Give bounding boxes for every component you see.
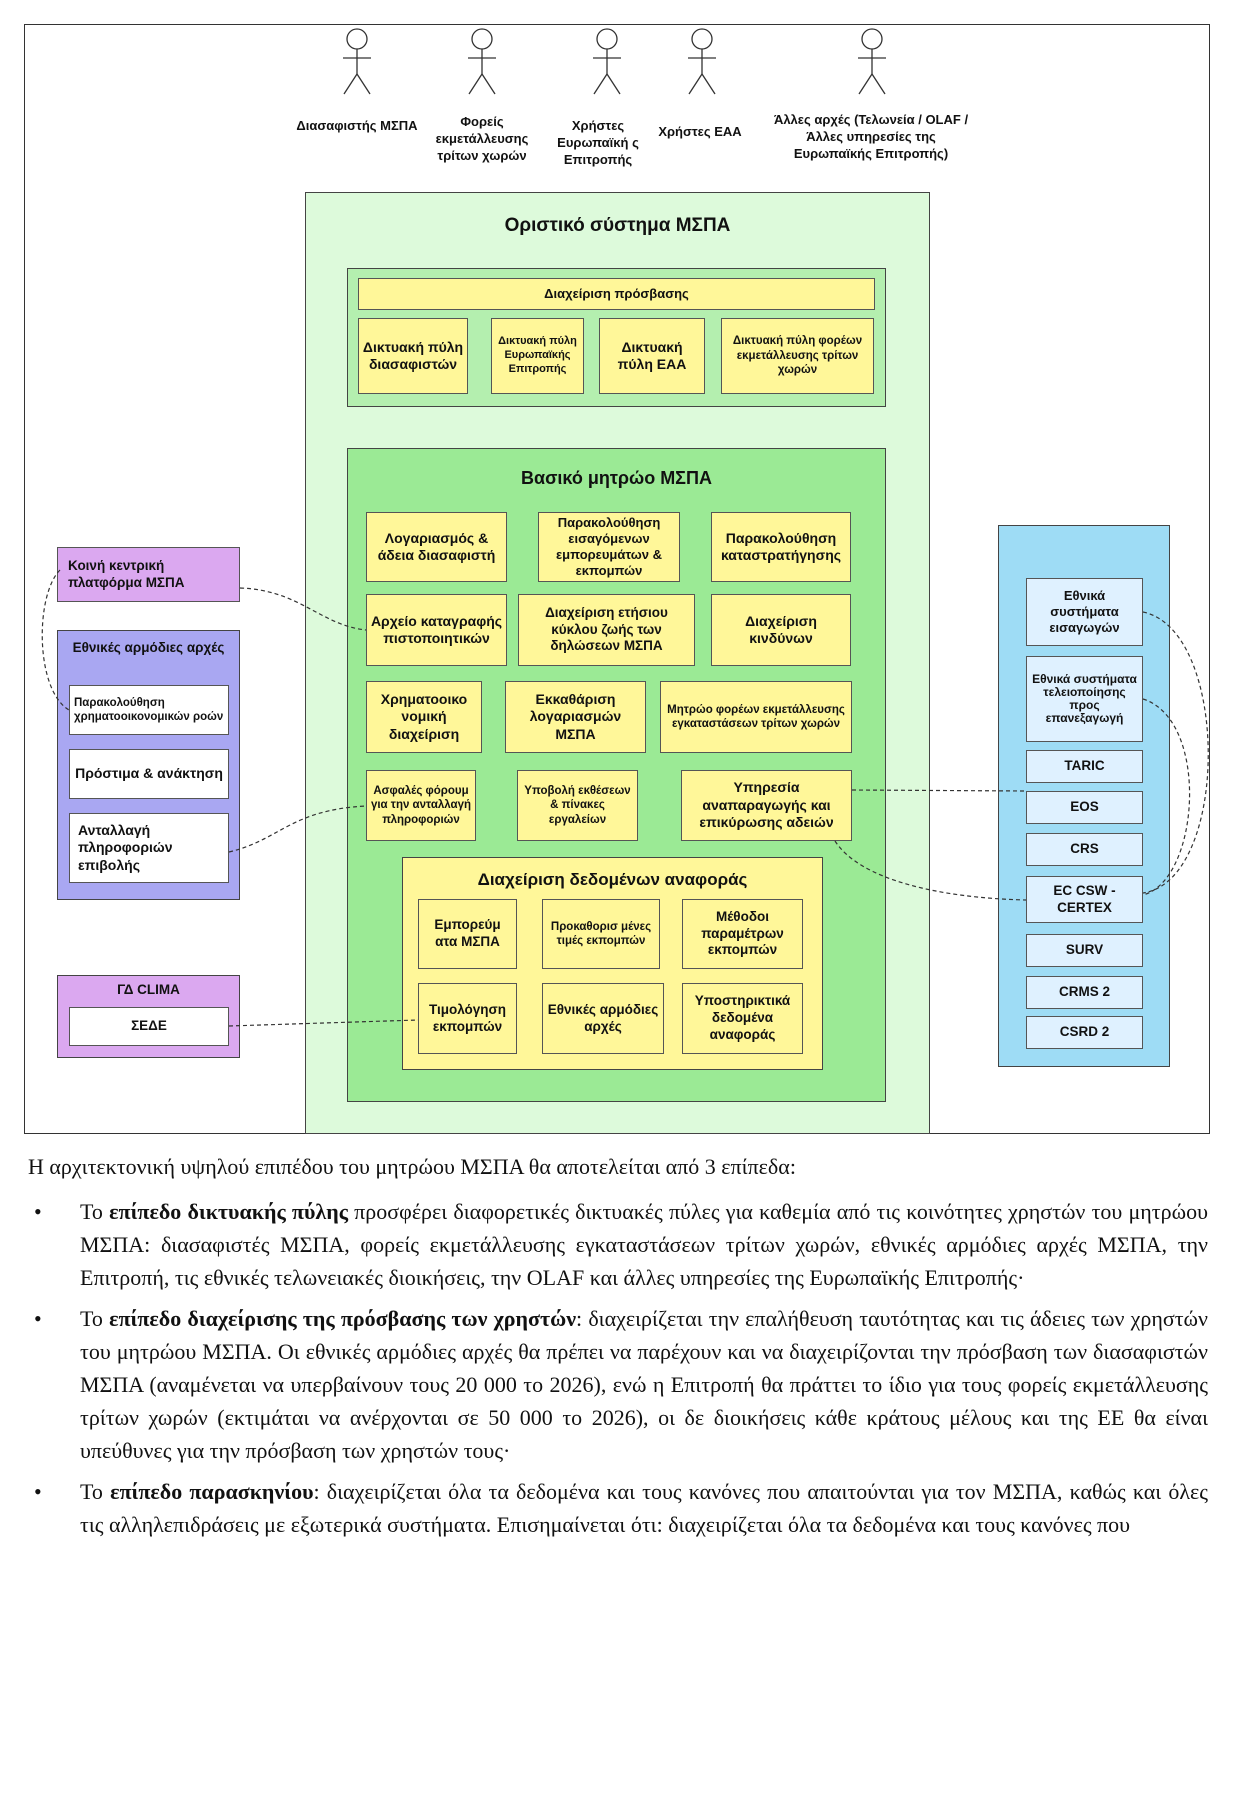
module-financial-management: Χρηματοοικο νομική διαχείριση xyxy=(366,681,482,753)
module-risk-management: Διαχείριση κινδύνων xyxy=(711,594,851,666)
portal-nca: Δικτυακή πύλη ΕΑΑ xyxy=(599,318,705,394)
core-registry-title: Βασικό μητρώο ΜΣΠΑ xyxy=(521,468,712,488)
central-platform: Κοινή κεντρική πλατφόρμα ΜΣΠΑ xyxy=(57,547,240,602)
connectors xyxy=(41,569,1209,1027)
portal-declarants: Δικτυακή πύλη διασαφιστών xyxy=(358,318,468,394)
ext-ec-csw-certex: EC CSW - CERTEX xyxy=(1026,876,1143,923)
module-operator-registry: Μητρώο φορέων εκμετάλλευσης εγκαταστάσεω… xyxy=(660,681,852,753)
bullet-icon: • xyxy=(34,1199,42,1224)
actor-label-ec-users: Χρήστες Ευρωπαϊκή ς Επιτροπής xyxy=(557,118,639,167)
connector-platform-certificates xyxy=(239,587,367,631)
connector-ets-pricing xyxy=(228,1019,419,1027)
module-imports-monitoring: Παρακολούθηση εισαγόμενων εμπορευμάτων &… xyxy=(538,512,680,582)
connector-licenses-certex xyxy=(834,840,1027,901)
portal-ec: Δικτυακή πύλη Ευρωπαϊκής Επιτροπής xyxy=(491,318,584,394)
bold-term: επίπεδο διαχείρισης της πρόσβασης των χρ… xyxy=(109,1306,577,1331)
actor-icon xyxy=(688,28,716,95)
ext-crms2: CRMS 2 xyxy=(1026,976,1143,1009)
actor-label-nca-users: Χρήστες ΕΑΑ xyxy=(658,124,742,139)
description: Η αρχιτεκτονική υψηλού επιπέδου του μητρ… xyxy=(28,1150,1208,1549)
ext-national-import: Εθνικά συστήματα εισαγωγών xyxy=(1026,578,1143,646)
module-certificate-log: Αρχείο καταγραφής πιστοποιητικών xyxy=(366,594,507,666)
bullet-icon: • xyxy=(34,1306,42,1331)
nca-financial-flows: Παρακολούθηση χρηματοοικονομικών ροών xyxy=(69,685,229,735)
ref-emission-pricing: Τιμολόγηση εκπομπών xyxy=(418,983,517,1054)
bullet-icon: • xyxy=(34,1479,42,1504)
module-declarant-account: Λογαριασμός & άδεια διασαφιστή xyxy=(366,512,507,582)
module-license-replication: Υπηρεσία αναπαραγωγής και επικύρωσης αδε… xyxy=(681,770,852,841)
connector-processing-certex xyxy=(1142,698,1191,896)
clima-ets: ΣΕΔΕ xyxy=(69,1007,229,1046)
list-item: •Το επίπεδο δικτυακής πύλης προσφέρει δι… xyxy=(28,1195,1208,1294)
module-account-clearance: Εκκαθάριση λογαριασμών ΜΣΠΑ xyxy=(505,681,646,753)
nca-title: Εθνικές αρμόδιες αρχές xyxy=(72,640,225,655)
actor-icon xyxy=(343,28,371,95)
module-secure-forum: Ασφαλές φόρουμ για την ανταλλαγή πληροφο… xyxy=(366,770,476,841)
module-reporting: Υποβολή εκθέσεων & πίνακες εργαλείων xyxy=(517,770,638,841)
ext-inward-processing: Εθνικά συστήματα τελειοποίησης προς επαν… xyxy=(1026,656,1143,742)
bold-term: επίπεδο δικτυακής πύλης xyxy=(109,1199,348,1224)
ext-surv: SURV xyxy=(1026,934,1143,967)
connector-licenses-taric xyxy=(851,789,1027,792)
ref-emission-methods: Μέθοδοι παραμέτρων εκπομπών xyxy=(682,899,803,969)
list-item: •Το επίπεδο παρασκηνίου: διαχειρίζεται ό… xyxy=(28,1475,1208,1541)
actor-label-other-authorities: Άλλες αρχές (Τελωνεία / OLAF / Άλλες υπη… xyxy=(773,112,969,161)
actor-label-declarants: Διασαφιστής ΜΣΠΑ xyxy=(296,118,418,133)
ref-supporting-data: Υποστηρικτικά δεδομένα αναφοράς xyxy=(682,983,803,1054)
actor-label-operators: Φορείς εκμετάλλευσης τρίτων χωρών xyxy=(435,114,529,163)
actor-icon xyxy=(858,28,886,95)
access-management: Διαχείριση πρόσβασης xyxy=(358,278,875,310)
connector-enforcement-forum xyxy=(228,805,367,853)
intro-text: Η αρχιτεκτονική υψηλού επιπέδου του μητρ… xyxy=(28,1154,796,1179)
module-circumvention: Παρακολούθηση καταστρατήγησης xyxy=(711,512,851,582)
nca-penalties: Πρόστιμα & ανάκτηση xyxy=(69,749,229,799)
ext-csrd2: CSRD 2 xyxy=(1026,1016,1143,1049)
clima-title: ΓΔ CLIMA xyxy=(117,982,180,997)
ext-crs: CRS xyxy=(1026,833,1143,866)
ref-national-authorities: Εθνικές αρμόδιες αρχές xyxy=(542,983,664,1054)
actor-icon xyxy=(593,28,621,95)
ref-cbam-goods: Εμπορεύμ ατα ΜΣΠΑ xyxy=(418,899,517,969)
nca-enforcement-exchange: Ανταλλαγή πληροφοριών επιβολής xyxy=(69,813,229,883)
reference-data-title: Διαχείριση δεδομένων αναφοράς xyxy=(477,870,748,889)
actor-icon xyxy=(468,28,496,95)
bold-term: επίπεδο παρασκηνίου xyxy=(110,1479,314,1504)
portal-operators: Δικτυακή πύλη φορέων εκμετάλλευσης τρίτω… xyxy=(721,318,874,394)
main-system-title: Οριστικό σύστημα ΜΣΠΑ xyxy=(504,215,731,236)
layer-list: •Το επίπεδο δικτυακής πύλης προσφέρει δι… xyxy=(28,1195,1208,1541)
ext-eos: EOS xyxy=(1026,791,1143,824)
list-item: •Το επίπεδο διαχείρισης της πρόσβασης τω… xyxy=(28,1302,1208,1467)
ref-default-values: Προκαθορισ μένες τιμές εκπομπών xyxy=(542,899,660,969)
connector-platform-financial-flows xyxy=(41,569,70,711)
connector-import-certex xyxy=(1142,611,1209,894)
ext-taric: TARIC xyxy=(1026,750,1143,783)
module-declaration-lifecycle: Διαχείριση ετήσιου κύκλου ζωής των δηλώσ… xyxy=(518,594,695,666)
